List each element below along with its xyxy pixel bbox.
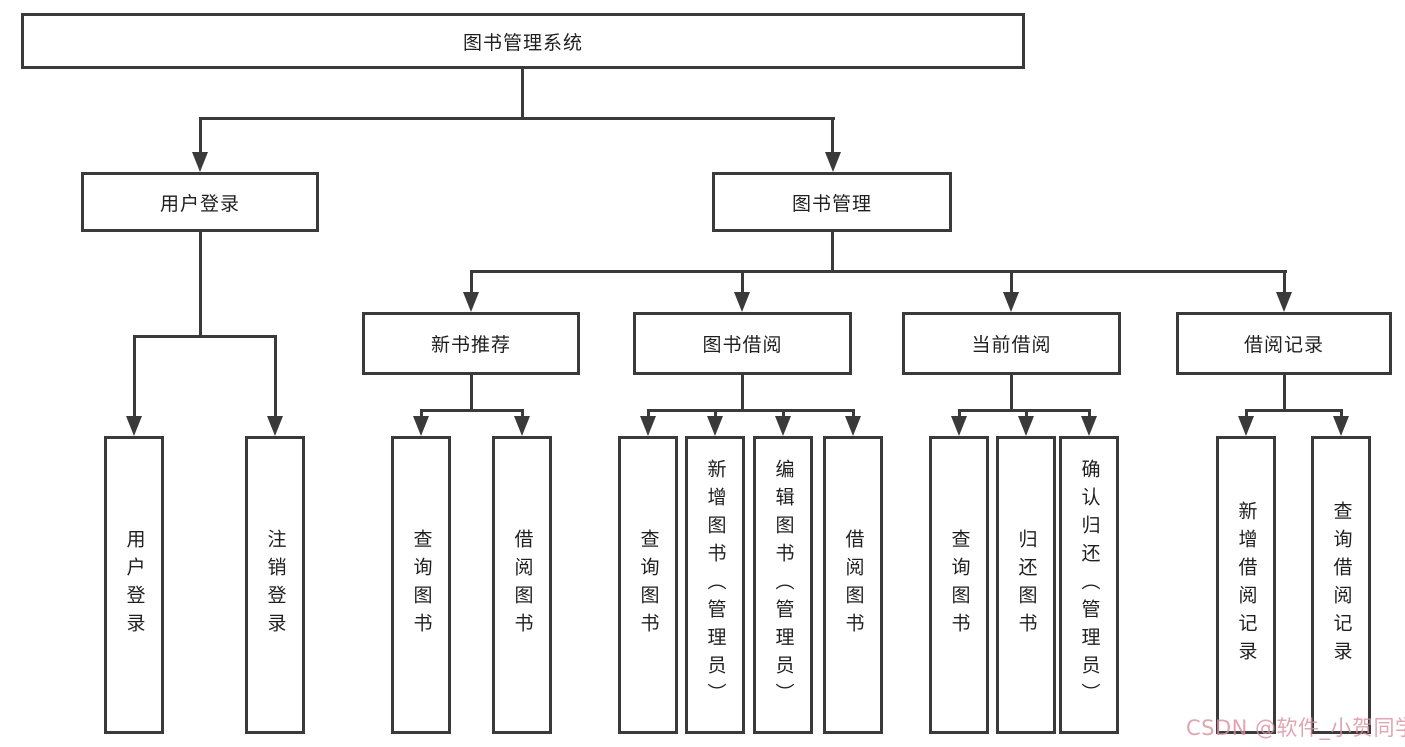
leaf-label: 编辑图书（管理员） [772, 459, 795, 711]
arrow-down-icon [825, 152, 841, 172]
arrow-down-icon [951, 416, 967, 436]
connector-line [1245, 409, 1343, 412]
node-user-login: 用户登录 [81, 172, 319, 232]
connector-line [521, 409, 524, 418]
arrow-down-icon [1018, 416, 1034, 436]
leaf-label: 确认归还（管理员） [1078, 459, 1101, 711]
leaf-confirm-return-admin: 确认归还（管理员） [1059, 436, 1119, 734]
connector-line [741, 270, 744, 295]
leaf-user-login: 用户登录 [104, 436, 164, 734]
connector-line [1283, 375, 1286, 409]
node-label: 图书管理系统 [462, 31, 583, 54]
arrow-down-icon [1276, 292, 1292, 312]
node-new-book-recommend: 新书推荐 [362, 312, 580, 375]
arrow-down-icon [640, 416, 656, 436]
arrow-down-icon [1333, 416, 1349, 436]
connector-line [133, 335, 136, 417]
arrow-down-icon [707, 416, 723, 436]
leaf-label: 查询借阅记录 [1330, 501, 1353, 669]
connector-line [199, 232, 202, 335]
connector-line [1025, 409, 1028, 418]
connector-line [782, 409, 785, 418]
leaf-add-borrow-record: 新增借阅记录 [1216, 436, 1276, 734]
connector-line [741, 375, 744, 409]
connector-line [647, 409, 855, 412]
node-label: 新书推荐 [430, 334, 511, 356]
leaf-query-book-current: 查询图书 [929, 436, 989, 734]
connector-line [714, 409, 717, 418]
connector-line [470, 375, 473, 409]
connector-line [958, 409, 1091, 412]
connector-line [199, 117, 835, 120]
node-book-borrowing: 图书借阅 [633, 312, 852, 375]
arrow-down-icon [463, 292, 479, 312]
arrow-down-icon [1081, 416, 1097, 436]
leaf-label: 新增图书（管理员） [704, 459, 727, 711]
leaf-label: 查询图书 [410, 529, 433, 641]
leaf-label: 注销登录 [264, 529, 287, 641]
arrow-down-icon [1238, 416, 1254, 436]
arrow-down-icon [514, 416, 530, 436]
csdn-watermark: CSDN @软件_小贺同学 [1186, 716, 1405, 740]
leaf-query-book-recommend: 查询图书 [391, 436, 451, 734]
arrow-down-icon [267, 416, 283, 436]
node-label: 图书借阅 [702, 334, 783, 356]
leaf-label: 查询图书 [948, 529, 971, 641]
leaf-label: 借阅图书 [842, 529, 865, 641]
leaf-borrow-book-borrowing: 借阅图书 [823, 436, 883, 734]
connector-line [1010, 270, 1013, 295]
arrow-down-icon [192, 152, 208, 172]
connector-line [831, 117, 834, 153]
connector-line [1245, 409, 1248, 418]
connector-line [199, 117, 202, 153]
node-system-root: 图书管理系统 [21, 13, 1025, 69]
node-label: 当前借阅 [971, 334, 1052, 356]
leaf-label: 借阅图书 [511, 529, 534, 641]
connector-line [1283, 270, 1286, 295]
node-current-borrowing: 当前借阅 [902, 312, 1121, 375]
connector-line [1340, 409, 1343, 418]
connector-line [1010, 375, 1013, 409]
arrow-down-icon [775, 416, 791, 436]
node-book-management: 图书管理 [712, 172, 952, 232]
connector-line [470, 270, 1287, 273]
leaf-add-book-admin: 新增图书（管理员） [685, 436, 745, 734]
connector-line [420, 409, 423, 418]
leaf-logout: 注销登录 [245, 436, 305, 734]
arrow-down-icon [126, 416, 142, 436]
connector-line [420, 409, 524, 412]
leaf-label: 新增借阅记录 [1235, 501, 1258, 669]
connector-line [852, 409, 855, 418]
node-borrow-records: 借阅记录 [1176, 312, 1392, 375]
connector-line [274, 335, 277, 417]
connector-line [647, 409, 650, 418]
node-label: 用户登录 [159, 192, 240, 215]
arrow-down-icon [845, 416, 861, 436]
arrow-down-icon [413, 416, 429, 436]
leaf-query-borrow-record: 查询借阅记录 [1311, 436, 1371, 734]
leaf-label: 查询图书 [637, 529, 660, 641]
leaf-return-book: 归还图书 [996, 436, 1056, 734]
connector-line [470, 270, 473, 295]
connector-line [133, 335, 277, 338]
connector-line [521, 69, 524, 117]
arrow-down-icon [1003, 292, 1019, 312]
leaf-query-book-borrowing: 查询图书 [618, 436, 678, 734]
leaf-label: 归还图书 [1015, 529, 1038, 641]
leaf-borrow-book-recommend: 借阅图书 [492, 436, 552, 734]
leaf-edit-book-admin: 编辑图书（管理员） [753, 436, 813, 734]
connector-line [958, 409, 961, 418]
connector-line [1088, 409, 1091, 418]
arrow-down-icon [734, 292, 750, 312]
node-label: 借阅记录 [1243, 334, 1324, 356]
node-label: 图书管理 [791, 192, 872, 215]
connector-line [831, 232, 834, 270]
leaf-label: 用户登录 [123, 529, 146, 641]
